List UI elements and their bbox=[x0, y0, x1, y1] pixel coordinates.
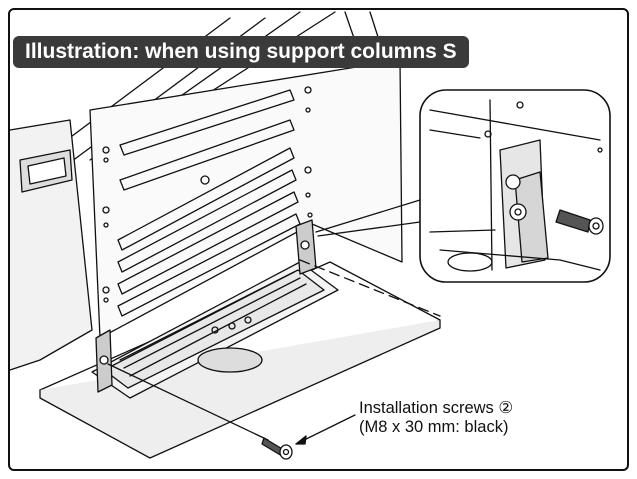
magnified-detail bbox=[419, 89, 611, 283]
page-title: Illustration: when using support columns… bbox=[13, 36, 469, 68]
callout-line-1: Installation screws ② bbox=[359, 399, 514, 417]
screw-callout: Installation screws ② (M8 x 30 mm: black… bbox=[359, 399, 513, 437]
dashed-guide bbox=[299, 259, 441, 317]
callout-leader bbox=[295, 414, 356, 445]
support-plate bbox=[89, 41, 403, 339]
screw-guide-line bbox=[107, 363, 269, 441]
magnify-leaders bbox=[315, 199, 421, 237]
unit-left-side bbox=[9, 119, 93, 371]
callout-line-2: (M8 x 30 mm: black) bbox=[359, 418, 509, 436]
installation-screw bbox=[261, 437, 293, 460]
